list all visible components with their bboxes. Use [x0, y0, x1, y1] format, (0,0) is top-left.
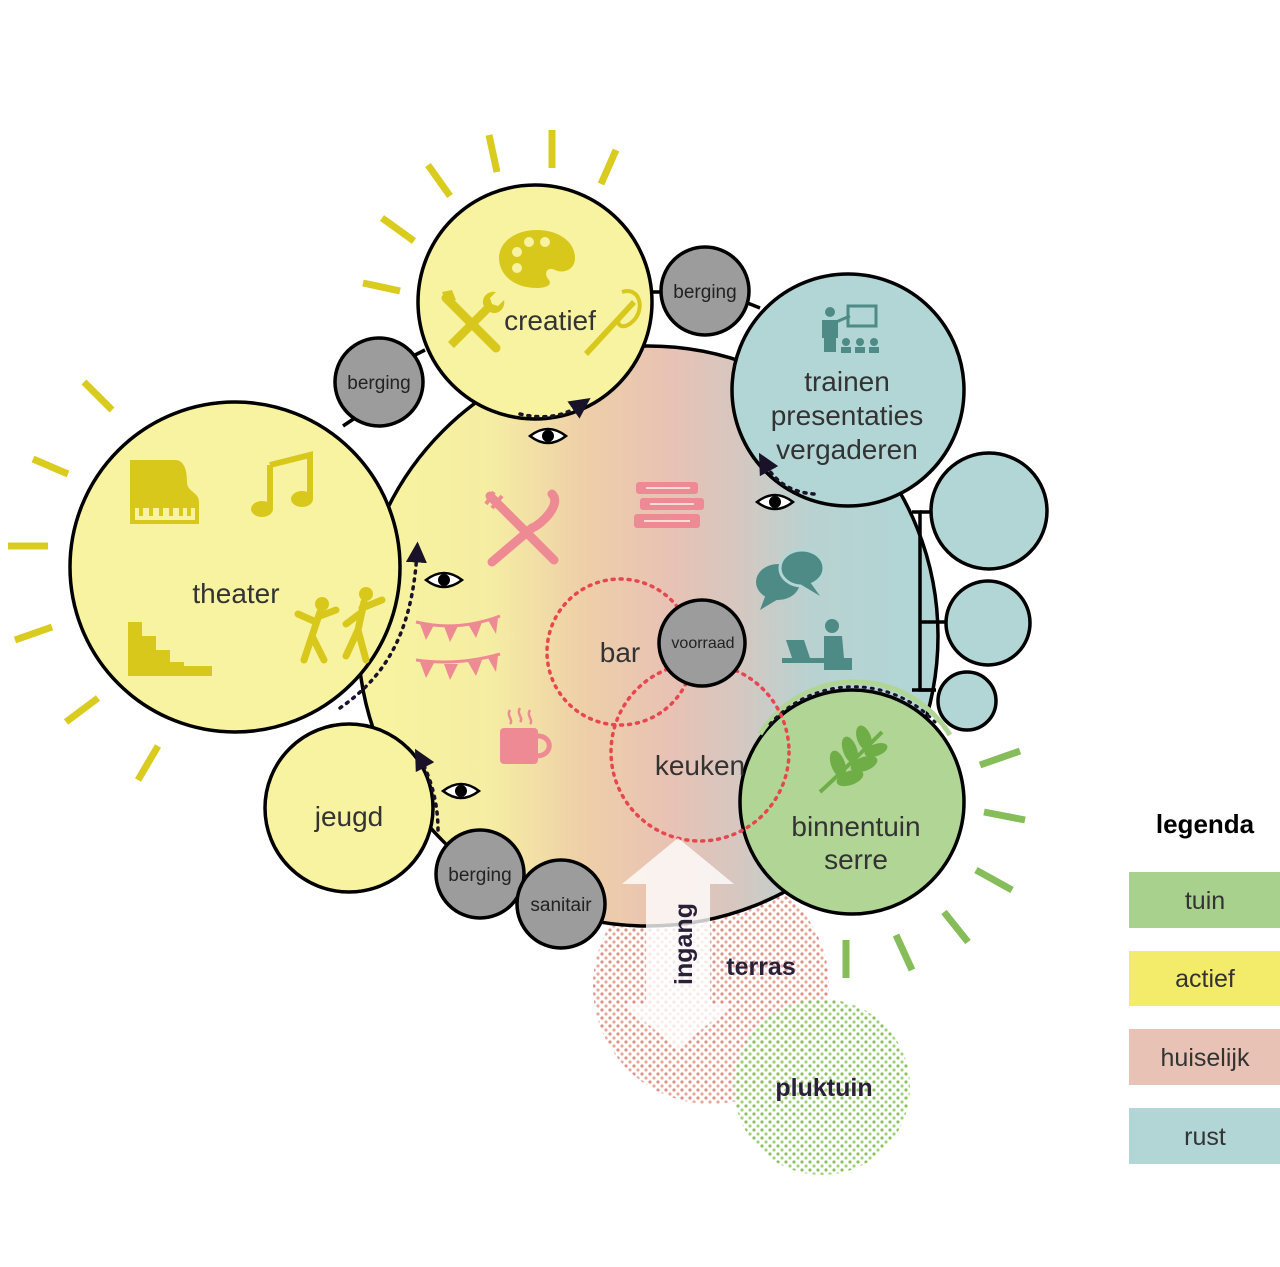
- sanitair-room: [515, 858, 607, 950]
- palette-icon: [499, 230, 575, 288]
- legend-swatch-huiselijk: [1129, 1029, 1280, 1085]
- trainen-label: trainen: [804, 366, 890, 397]
- legend-swatch-rust: [1129, 1108, 1280, 1164]
- pluktuin-label: pluktuin: [775, 1074, 872, 1102]
- cutlery-icon: [484, 489, 559, 567]
- legend-title: legenda: [1156, 809, 1255, 839]
- presentation-icon: [822, 304, 879, 353]
- chat-bubbles-icon: [756, 548, 826, 610]
- piano-icon: [130, 460, 199, 524]
- creatief-label: creatief: [504, 305, 596, 336]
- sun-rays-theater: [8, 379, 162, 782]
- theater-zone: [68, 400, 402, 734]
- ingang-arrow: [622, 838, 734, 1048]
- berging-top-label: berging: [673, 282, 736, 303]
- binnentuin-label: binnentuin: [791, 811, 920, 842]
- pluktuin-zone: [734, 999, 910, 1175]
- ingang-label: ingang: [670, 903, 698, 985]
- voorraad-room: [657, 598, 747, 688]
- needle-icon: [584, 289, 642, 356]
- legend-label-actief: actief: [1175, 965, 1235, 993]
- eye-icon: [754, 493, 796, 511]
- trainen-zone: [730, 272, 966, 508]
- stairs-icon: [128, 622, 212, 676]
- sanitair-label: sanitair: [530, 895, 592, 916]
- berging-bottom: [434, 828, 526, 920]
- legend: legenda tuin actief huiselijk rust: [1129, 809, 1280, 1164]
- jeugd-label: jeugd: [314, 801, 384, 832]
- creatief-zone: [416, 183, 654, 421]
- berging-left-label: berging: [347, 373, 410, 394]
- sun-rays-binnentuin: [842, 747, 1026, 978]
- eye-icon: [423, 571, 465, 589]
- presentaties-label: presentaties: [771, 400, 924, 431]
- rust-room-3: [936, 670, 998, 732]
- rust-room-1: [929, 451, 1049, 571]
- terras-label: terras: [726, 953, 796, 981]
- vergaderen-label: vergaderen: [776, 434, 918, 465]
- voorraad-label: voorraad: [671, 635, 734, 652]
- laptop-person-icon: [782, 619, 852, 670]
- music-note-icon: [251, 451, 313, 517]
- eye-icon: [527, 427, 569, 445]
- berging-bottom-label: berging: [448, 865, 511, 886]
- legend-label-rust: rust: [1184, 1123, 1226, 1151]
- bunting-icon: [415, 614, 501, 680]
- jeugd-zone: [263, 722, 435, 894]
- legend-label-huiselijk: huiselijk: [1161, 1044, 1250, 1072]
- leaf-icon: [818, 725, 888, 794]
- bar-label: bar: [600, 637, 640, 668]
- dancers-icon: [294, 587, 386, 664]
- theater-label: theater: [192, 578, 279, 609]
- legend-swatch-actief: [1129, 951, 1280, 1006]
- keuken-label: keuken: [655, 750, 745, 781]
- tools-icon: [441, 290, 505, 353]
- binnentuin-zone: [738, 688, 966, 916]
- legend-swatch-tuin: [1129, 872, 1280, 928]
- eye-icon: [440, 782, 482, 800]
- coffee-cup-icon: [500, 707, 552, 764]
- berging-left: [333, 336, 425, 428]
- books-icon: [634, 482, 704, 528]
- serre-label: serre: [824, 844, 888, 875]
- sun-rays-creatief: [362, 130, 620, 295]
- berging-top: [659, 245, 751, 337]
- rust-room-2: [944, 579, 1032, 667]
- legend-label-tuin: tuin: [1185, 887, 1225, 915]
